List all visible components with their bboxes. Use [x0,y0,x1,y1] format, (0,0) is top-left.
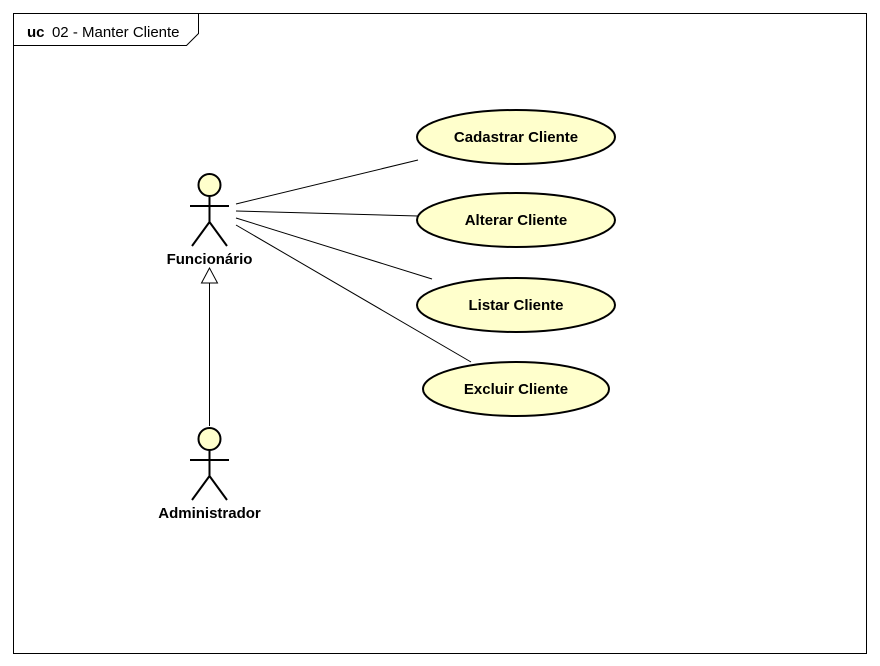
use-case-label: Listar Cliente [468,297,563,314]
use-case-ellipse [416,192,616,248]
frame-title-name: 02 - Manter Cliente [52,24,180,41]
use-case-cadastrar[interactable]: Cadastrar Cliente [416,109,616,165]
frame-title: uc 02 - Manter Cliente [27,24,180,41]
use-case-ellipse [416,277,616,333]
frame-title-kind: uc [27,24,45,41]
association-cadastrar[interactable] [235,159,419,205]
use-case-ellipse [416,109,616,165]
generalization-arrowhead-icon [200,266,219,284]
actor-label: Administrador [158,505,261,522]
use-case-label: Excluir Cliente [464,381,568,398]
use-case-label: Cadastrar Cliente [454,129,578,146]
frame-title-tab [13,13,199,46]
associations [235,159,472,363]
actor-label: Funcionário [167,251,253,268]
use-case-listar[interactable]: Listar Cliente [416,277,616,333]
actor-stick-figure-icon [190,427,229,501]
actor-stick-figure-icon [190,173,229,247]
actor-administrador[interactable]: Administrador [158,427,261,522]
association-listar[interactable] [235,217,433,280]
use-case-label: Alterar Cliente [465,212,568,229]
use-case-ellipse [422,361,610,417]
diagram-frame [13,13,867,654]
association-excluir[interactable] [235,224,472,363]
actor-funcionario[interactable]: Funcionário [167,173,253,268]
generalization-administrador-funcionario[interactable] [200,266,219,426]
use-case-excluir[interactable]: Excluir Cliente [422,361,610,417]
association-alterar[interactable] [235,210,419,217]
use-case-alterar[interactable]: Alterar Cliente [416,192,616,248]
